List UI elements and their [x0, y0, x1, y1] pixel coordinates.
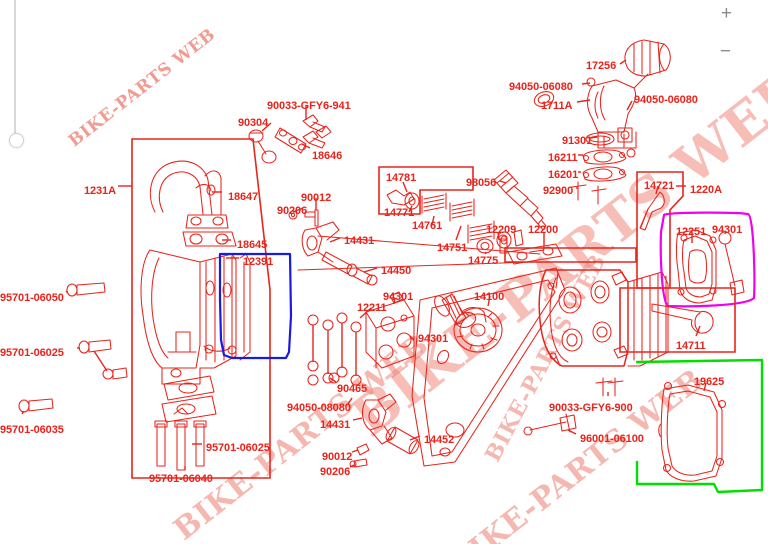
- part-94301-holder: [365, 291, 415, 369]
- part-valve-spring-stack: [386, 189, 524, 249]
- part-number-label[interactable]: 94301: [712, 224, 743, 236]
- part-number-label[interactable]: 94301: [418, 333, 449, 345]
- part-number-label[interactable]: 90304: [238, 117, 269, 129]
- part-number-label[interactable]: 98056: [466, 177, 497, 189]
- part-number-label[interactable]: 95701-06025: [206, 442, 270, 454]
- part-number-label[interactable]: 90206: [320, 466, 351, 478]
- part-number-label[interactable]: 1231A: [84, 185, 116, 197]
- zoom-slider-handle[interactable]: [9, 133, 24, 148]
- part-number-label[interactable]: 19625: [694, 376, 725, 388]
- group-box-14781: [378, 166, 474, 215]
- part-number-label[interactable]: 14775: [468, 255, 499, 267]
- part-number-label[interactable]: 14450: [381, 265, 412, 277]
- zoom-slider[interactable]: [6, 0, 24, 150]
- part-number-label[interactable]: 14431: [320, 419, 351, 431]
- part-number-label[interactable]: 14100: [474, 291, 505, 303]
- part-number-label[interactable]: 14431: [344, 235, 375, 247]
- zoom-slider-track[interactable]: [14, 0, 16, 140]
- part-number-label[interactable]: 12391: [243, 256, 274, 268]
- part-number-label[interactable]: 90033-GFY6-941: [267, 100, 351, 112]
- part-number-label[interactable]: 18646: [312, 150, 343, 162]
- part-14721-valve: [639, 191, 665, 231]
- part-90206-90012-fasteners: [288, 209, 319, 227]
- highlight-magenta-12251: [659, 211, 756, 308]
- part-number-label[interactable]: 95701-06035: [0, 424, 64, 436]
- part-94050-08080: [307, 372, 340, 386]
- part-90012-90206-bottom: [349, 443, 370, 468]
- part-98056-spark-plug: [493, 169, 547, 231]
- part-number-label[interactable]: 94050-08080: [287, 402, 351, 414]
- part-cover-plates: [161, 375, 217, 423]
- part-14711-valve: [651, 303, 714, 334]
- part-cylinder-head-cover: [140, 249, 251, 385]
- part-16201-gasket: [582, 166, 627, 182]
- part-16211-gasket: [582, 149, 627, 165]
- part-number-label[interactable]: 90012: [322, 451, 353, 463]
- part-94301-stud-right: [718, 231, 745, 296]
- zoom-in-button[interactable]: +: [720, 3, 732, 24]
- part-14452-pin: [385, 426, 420, 455]
- group-box-1231a: [131, 138, 271, 479]
- part-number-label[interactable]: 17256: [586, 60, 617, 72]
- part-number-label[interactable]: 18647: [228, 191, 259, 203]
- part-number-label[interactable]: 95701-06050: [0, 292, 64, 304]
- part-18645-gasket: [182, 231, 237, 247]
- leader-lines: [21, 59, 727, 470]
- group-box-12200: [504, 243, 637, 265]
- part-number-label[interactable]: 14781: [386, 172, 417, 184]
- part-91301-gasket: [585, 132, 615, 146]
- part-number-label[interactable]: 14711: [676, 340, 706, 352]
- part-96001-06100-bolt: [523, 413, 577, 436]
- part-92900-studs: [571, 181, 607, 205]
- part-19625-gasket: [658, 381, 727, 482]
- part-number-label[interactable]: 95701-06025: [0, 347, 64, 359]
- part-12251-head-gasket: [675, 229, 717, 304]
- part-12211-guides: [307, 312, 362, 386]
- part-number-label[interactable]: 12251: [676, 226, 707, 238]
- part-number-label[interactable]: 94050-06080: [634, 94, 698, 106]
- part-number-label[interactable]: 91301: [562, 135, 593, 147]
- part-14100-camshaft: [434, 293, 503, 353]
- part-number-label[interactable]: 14751: [437, 242, 468, 254]
- part-number-label[interactable]: 14771: [384, 207, 415, 219]
- part-number-label[interactable]: 16211: [548, 152, 578, 164]
- highlight-blue-12391: [218, 252, 293, 360]
- part-number-label[interactable]: 1711A: [541, 100, 573, 112]
- part-number-label[interactable]: 94050-06080: [509, 81, 573, 93]
- part-14431-rocker-lower: [361, 393, 397, 445]
- part-number-label[interactable]: 12209: [486, 224, 517, 236]
- part-number-label[interactable]: 14761: [412, 220, 443, 232]
- part-number-label[interactable]: 14721: [644, 180, 675, 192]
- part-cam-chain-guide: [297, 235, 566, 467]
- part-number-label[interactable]: 90012: [301, 192, 332, 204]
- part-number-label[interactable]: 18645: [237, 239, 268, 251]
- part-number-label[interactable]: 94301: [383, 291, 414, 303]
- part-number-label[interactable]: 16201: [548, 169, 579, 181]
- part-number-label[interactable]: 92900: [543, 185, 574, 197]
- part-number-label[interactable]: 1220A: [690, 184, 722, 196]
- part-number-label[interactable]: 90033-GFY6-900: [549, 402, 633, 414]
- part-number-label[interactable]: 12200: [528, 224, 559, 236]
- part-90033-gfy6-900: [595, 377, 624, 397]
- part-95701-06040-bolts: [154, 420, 207, 471]
- part-number-label[interactable]: 90465: [337, 383, 368, 395]
- part-number-label[interactable]: 12211: [357, 302, 387, 314]
- part-number-label[interactable]: 90206: [277, 205, 308, 217]
- part-14431-rocker-upper: [301, 221, 378, 286]
- part-number-label[interactable]: 96001-06100: [580, 433, 644, 445]
- zoom-out-button[interactable]: −: [719, 41, 731, 62]
- part-18647-hose: [149, 160, 229, 229]
- part-number-label[interactable]: 95701-06040: [149, 473, 213, 485]
- highlight-green-19625: [635, 358, 764, 494]
- part-1711a-intake-manifold: [533, 39, 671, 158]
- part-number-label[interactable]: 14452: [424, 434, 455, 446]
- group-box-14711: [619, 287, 736, 353]
- part-90304-18646: [248, 114, 332, 164]
